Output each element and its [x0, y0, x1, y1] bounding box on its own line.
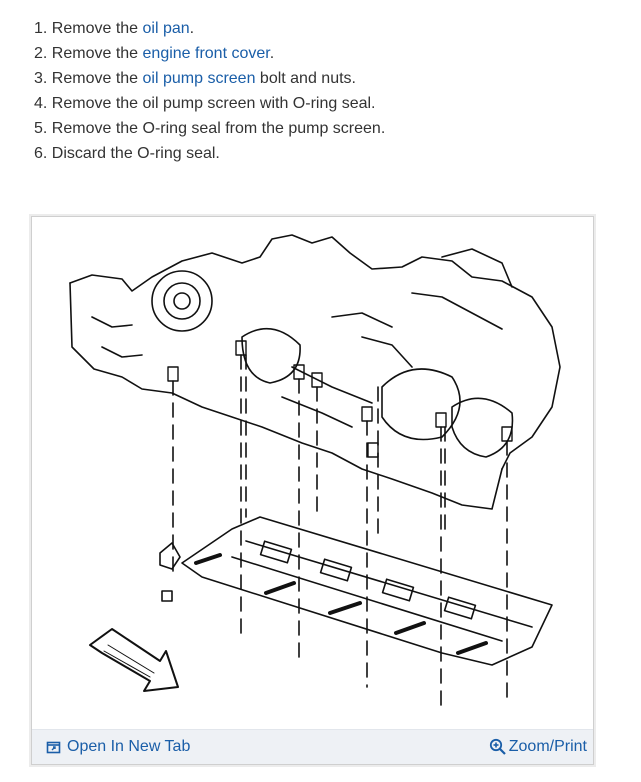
step-number: 1.: [34, 20, 48, 37]
step-text: Remove the: [51, 20, 143, 37]
step-text: Remove the: [51, 45, 143, 62]
procedure-steps: 1. Remove the oil pan. 2. Remove the eng…: [34, 16, 385, 166]
step-text: Discard the O-ring seal.: [51, 145, 220, 162]
step-item: 4. Remove the oil pump screen with O-rin…: [34, 91, 385, 116]
step-item: 5. Remove the O-ring seal from the pump …: [34, 116, 385, 141]
step-text-end: .: [189, 20, 195, 37]
step-number: 2.: [34, 45, 48, 62]
step-text: Remove the: [51, 70, 143, 87]
zoom-print-label: Zoom/Print: [508, 738, 587, 755]
step-number: 5.: [34, 120, 48, 137]
step-number: 3.: [34, 70, 48, 87]
figure-toolbar: Open In New Tab Zoom/Print: [32, 729, 593, 764]
step-item: 3. Remove the oil pump screen bolt and n…: [34, 66, 385, 91]
link-oil-pump-screen[interactable]: oil pump screen: [142, 70, 256, 87]
step-text: Remove the oil pump screen with O-ring s…: [51, 95, 376, 112]
step-item: 6. Discard the O-ring seal.: [34, 141, 385, 166]
zoom-in-icon: [489, 738, 506, 755]
engine-oil-pump-diagram: [69, 234, 561, 708]
open-in-new-tab-label: Open In New Tab: [67, 738, 191, 755]
step-text: Remove the O-ring seal from the pump scr…: [51, 120, 386, 137]
link-oil-pan[interactable]: oil pan: [142, 20, 190, 37]
step-item: 1. Remove the oil pan.: [34, 16, 385, 41]
open-in-new-tab-icon: [46, 741, 61, 753]
zoom-print-button[interactable]: Zoom/Print: [489, 736, 587, 758]
open-in-new-tab-button[interactable]: Open In New Tab: [46, 736, 190, 758]
figure-card: Open In New Tab Zoom/Print: [31, 216, 594, 765]
link-engine-front-cover[interactable]: engine front cover: [142, 45, 270, 62]
step-text-end: .: [269, 45, 275, 62]
step-number: 6.: [34, 145, 48, 162]
step-number: 4.: [34, 95, 48, 112]
step-item: 2. Remove the engine front cover.: [34, 41, 385, 66]
step-text-end: bolt and nuts.: [255, 70, 356, 87]
